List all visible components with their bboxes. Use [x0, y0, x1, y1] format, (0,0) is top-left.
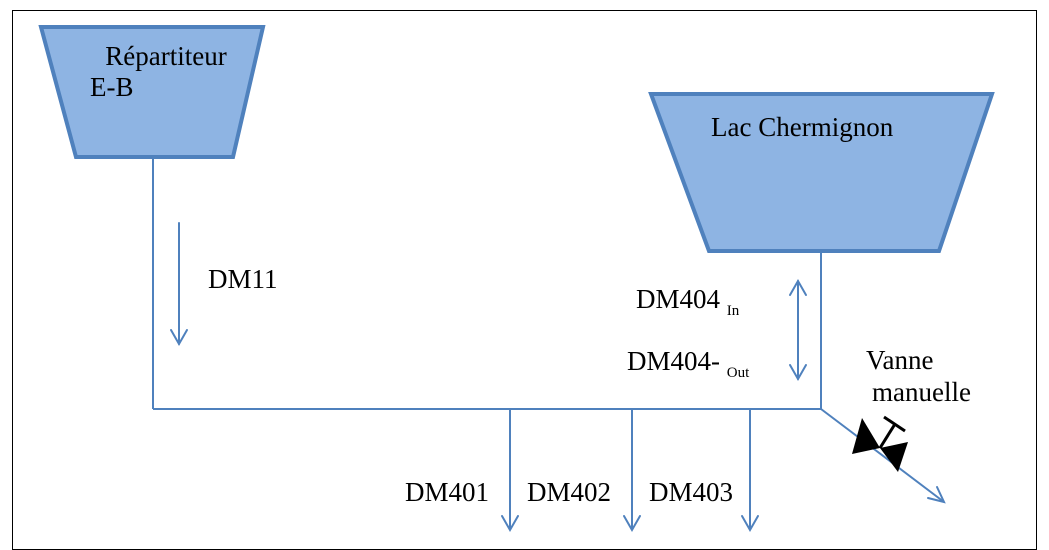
valve-line2: manuelle: [872, 377, 971, 407]
dm404-in-label: DM404 In: [636, 286, 739, 319]
repartiteur-label: Répartiteur E-B: [86, 43, 246, 101]
dm403-arrowhead: [741, 515, 759, 533]
dm11-flow-arrow: [170, 222, 188, 347]
valve-label: Vanne manuelle: [862, 347, 1002, 406]
pipe-network: [152, 157, 945, 530]
valve-line1: Vanne: [866, 345, 934, 375]
dm401-arrowhead: [501, 515, 519, 533]
lac-chermignon-reservoir: [648, 92, 995, 253]
dm404-out-base: DM404-: [627, 346, 720, 376]
dm402-arrowhead: [623, 515, 641, 533]
dm404-in-base: DM404: [636, 284, 721, 314]
dm404-bidirectional-arrow: [789, 278, 807, 382]
lac-chermignon-label: Lac Chermignon: [711, 112, 894, 142]
repartiteur-reservoir: [38, 25, 266, 159]
dm11-label: DM11: [208, 264, 278, 294]
pipe-valve-diagonal: [820, 408, 945, 503]
dm404-in-subscript: In: [726, 303, 740, 319]
dm403-label: DM403: [649, 477, 734, 507]
dm404-out-subscript: Out: [726, 365, 750, 381]
repartiteur-line2: E-B: [90, 72, 134, 102]
dm404-out-label: DM404- Out: [627, 348, 749, 381]
repartiteur-line1: Répartiteur: [105, 41, 227, 71]
manual-valve-icon: [852, 415, 908, 472]
valve-outlet-arrowhead: [927, 486, 946, 504]
dm402-label: DM402: [527, 477, 612, 507]
dm401-label: DM401: [405, 477, 490, 507]
